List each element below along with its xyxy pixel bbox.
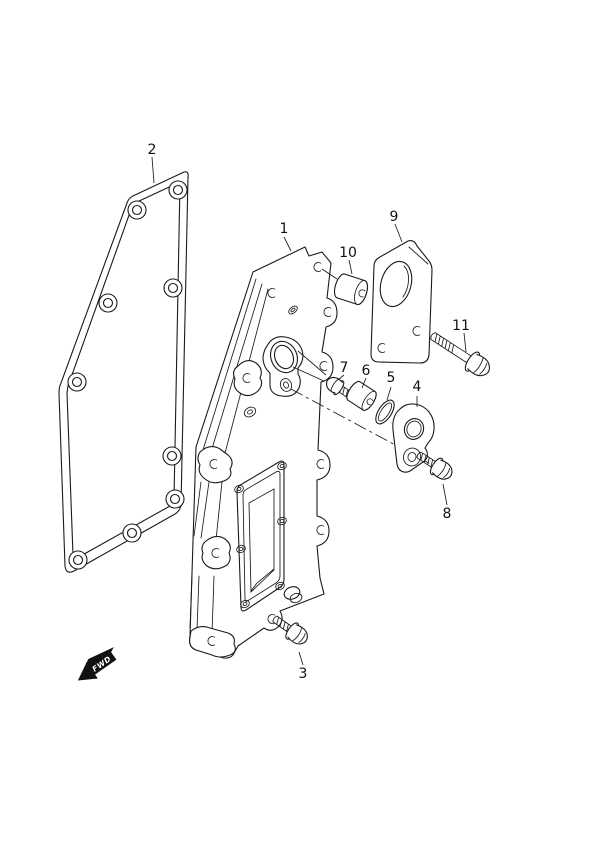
gasket-part-2 (58, 171, 189, 573)
callout-1: 1 (280, 221, 292, 252)
recess-screw-holes (234, 461, 287, 609)
cover-face-details (288, 305, 298, 315)
cover-small-hole (243, 406, 257, 418)
bracket-part-9 (370, 240, 433, 364)
collar-part-10 (333, 273, 369, 306)
cover-boss (262, 336, 304, 397)
callout-1-label: 1 (280, 221, 289, 237)
exhaust-cover-part-1 (189, 246, 338, 659)
gasket-bolt-holes (67, 180, 188, 570)
callout-5: 5 (387, 370, 396, 401)
callout-5-label: 5 (387, 370, 396, 386)
collar-part-6 (346, 380, 377, 411)
bolt-part-11 (430, 332, 490, 377)
callout-7-label: 7 (340, 360, 349, 376)
axis-line-upper (292, 350, 327, 382)
o-ring-part-5 (375, 399, 395, 425)
cover-arm-tabs (189, 360, 263, 658)
callout-8: 8 (443, 483, 452, 522)
callout-4-label: 4 (413, 379, 422, 395)
callout-9: 9 (390, 209, 403, 243)
callout-11-label: 11 (452, 318, 470, 334)
callout-9-label: 9 (390, 209, 399, 225)
cover-top-hole (313, 262, 322, 272)
callout-7: 7 (337, 360, 349, 381)
fwd-direction-arrow: FWD (77, 647, 117, 681)
callout-10: 10 (339, 245, 357, 275)
callout-4: 4 (413, 379, 422, 407)
bolt-part-8 (416, 451, 453, 480)
callout-3: 3 (299, 651, 308, 682)
hole-to-collar-line (321, 268, 338, 280)
callout-6: 6 (362, 363, 371, 389)
callout-11: 11 (452, 318, 470, 353)
cover-recess-opening (234, 460, 287, 612)
callout-6-label: 6 (362, 363, 371, 379)
anode-part-4 (392, 403, 435, 473)
callout-2: 2 (148, 142, 157, 184)
callout-2-label: 2 (148, 142, 157, 158)
cover-flange-arm (189, 278, 269, 635)
cover-hex-boss (283, 586, 303, 604)
bolt-part-3 (272, 615, 308, 645)
callout-8-label: 8 (443, 506, 452, 522)
callout-10-label: 10 (339, 245, 357, 261)
axis-centerline (290, 388, 441, 470)
callout-3-label: 3 (299, 666, 308, 682)
cover-edge-bolt-marks (267, 288, 332, 624)
